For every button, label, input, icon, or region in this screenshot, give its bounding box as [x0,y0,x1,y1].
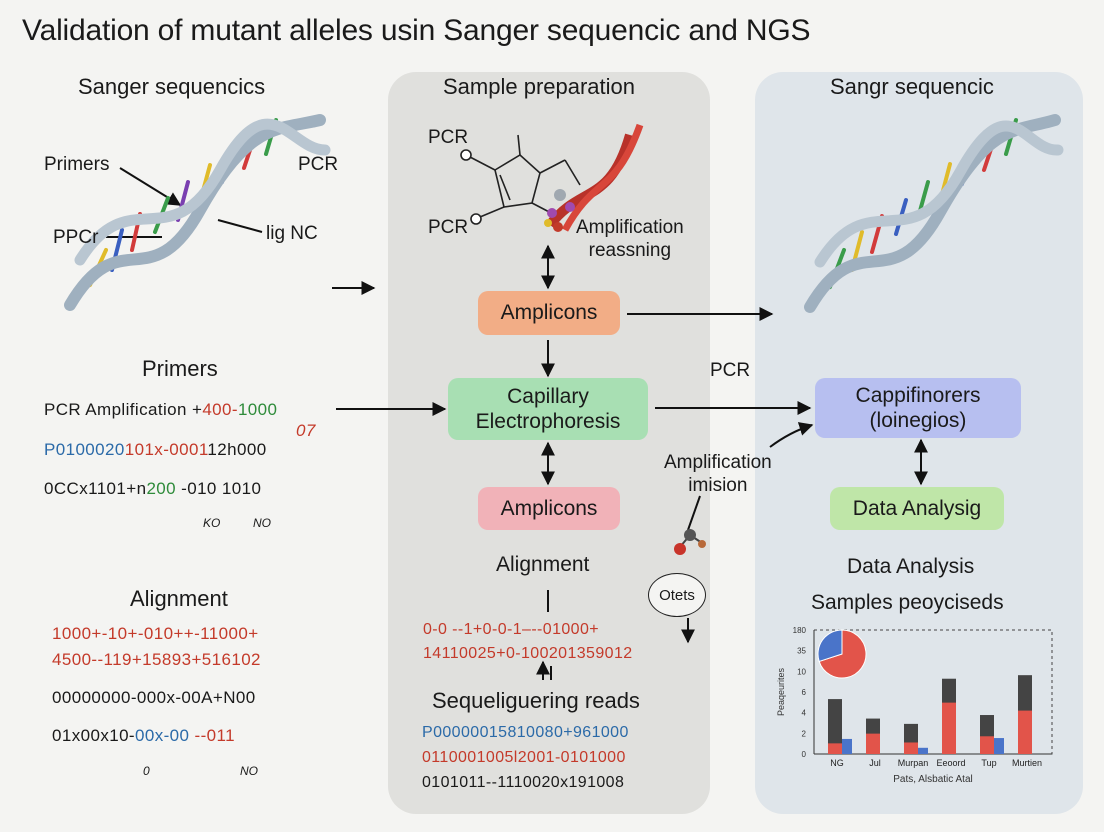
dna-helix-illustration-left [64,114,331,311]
reads-heading: Sequeliguering reads [432,688,640,713]
alignment-line-1: 1000+-10+-010++-11000+ [52,624,259,643]
sanger-sequencics-heading: Sanger sequencics [78,74,266,99]
primers-heading: Primers [142,356,218,381]
reads-line-1: P00000015810080+961000 [422,724,629,741]
x-tick-label: Jul [869,758,881,768]
x-tick-label: Tup [981,758,996,768]
pie-slice [818,629,867,679]
data-analysis-label: Data Analysis [847,555,975,578]
y-tick-label: 4 [802,709,807,718]
otets-bubble: Otets [648,573,706,617]
middle-alignment-line-1: 0-0 --1+0-0-1–--01000+ [423,621,600,638]
bar-red [980,736,994,754]
cappifinorers-box: Cappifinorers (loinegios) [815,378,1021,438]
primers-label: Primers [44,154,110,175]
alignment-heading-left: Alignment [130,586,228,611]
amplicons-box-top: Amplicons [478,291,620,335]
bar-red [904,742,918,754]
mutation-marker-no: NO [253,516,271,530]
bar-red [828,743,842,754]
alignment-marker-no: NO [240,764,258,778]
reads-line-2: 0110001005l2001-0101000 [422,749,626,766]
data-analysig-box: Data Analysig [830,487,1004,530]
x-tick-label: Murpan [898,758,929,768]
capillary-electrophoresis-box: Capillary Electrophoresis [448,378,648,440]
y-axis-label: Peaqeurites [776,667,786,716]
sample-preparation-heading: Sample preparation [443,74,636,99]
page-title: Validation of mutant alleles usin Sanger… [22,14,811,47]
sequence-line-1: PCR Amplification +400-1000 [44,400,278,419]
y-tick-label: 2 [802,729,807,738]
bar-blue [994,738,1004,754]
amplicons-box-bottom: Amplicons [478,487,620,530]
amplification-reassning-label: Amplification reassning [576,217,684,261]
alignment-line-3: 00000000-000x-00A+N00 [52,688,256,707]
y-tick-label: 6 [802,688,807,697]
bar-red [1018,710,1032,754]
y-tick-label: 0 [802,750,807,759]
y-tick-label: 35 [797,647,806,656]
pcr-label: PCR [298,154,339,175]
ppcr-label: PPCr [53,227,99,248]
y-tick-label: 180 [793,626,807,635]
small-molecule-icon [674,529,706,555]
bar-dark [828,699,842,754]
middle-alignment-line-2: 14110025+0-100201359012 [423,645,633,662]
bar-red [866,733,880,754]
bar-blue [842,738,852,754]
sangr-sequencic-heading: Sangr sequencic [830,74,994,99]
pcr-label-between: PCR [710,360,751,381]
bar-red [942,702,956,754]
y-tick-label: 10 [797,667,806,676]
amplification-mision-label: Amplification imision [664,452,772,496]
bar-blue [918,747,928,754]
x-tick-label: NG [830,758,844,768]
reads-line-3: 0101011--1110020x191008 [422,774,625,791]
lig-nc-label: lig NC [266,223,318,244]
molecule-illustration [460,123,644,232]
sequence-line-2: P0100020101x-000112h000 [44,440,267,459]
x-axis-label: Pats, Alsbatic Atal [893,774,973,785]
alignment-line-4: 01x00x10-00x-00 --011 [52,726,235,745]
pcr-label-top: PCR [428,127,469,148]
sequence-line-3: 0CCx1101+n200 -010 1010 [44,479,262,498]
mutation-marker-ko: KO [203,516,221,530]
sequence-note: 07 [296,421,316,440]
alignment-heading-middle: Alignment [496,553,590,576]
dna-helix-illustration-right [804,114,1064,313]
x-tick-label: Murtien [1012,758,1042,768]
samples-heading: Samples peoyciseds [811,591,1004,614]
x-tick-label: Eeoord [936,758,965,768]
alignment-line-2: 4500--119+15893+516102 [52,650,261,669]
pie-slice [817,629,843,663]
pcr-label-bottom: PCR [428,217,469,238]
alignment-marker-0: 0 [143,764,150,778]
